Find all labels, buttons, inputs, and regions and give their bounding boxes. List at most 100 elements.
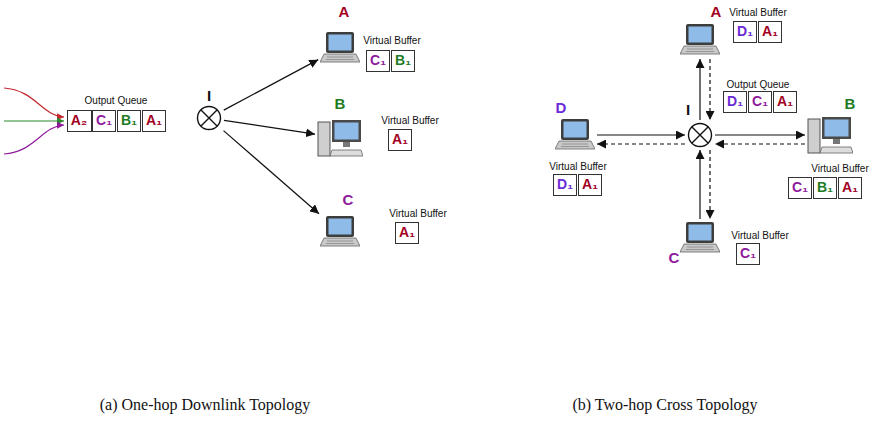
packet-label: D₁ xyxy=(557,177,573,192)
forward-link xyxy=(224,60,318,110)
packet-label: A₁ xyxy=(392,132,408,147)
packet-box: A₂ xyxy=(67,110,92,132)
switch-circle xyxy=(689,124,712,147)
return-link xyxy=(715,143,805,144)
node-name: A xyxy=(711,4,722,21)
sub-caption: (a) One-hop Downlink Topology xyxy=(100,396,311,414)
return-link xyxy=(709,150,710,219)
packet-label: A₁ xyxy=(842,180,858,195)
laptop-lid xyxy=(561,119,589,140)
forward-link xyxy=(224,120,315,134)
packet-label: C₁ xyxy=(96,113,112,128)
laptop-screen xyxy=(689,225,712,241)
packet-label: B₁ xyxy=(395,53,411,68)
laptop-node: C xyxy=(320,215,360,249)
return-link xyxy=(597,143,685,144)
flow-line xyxy=(4,88,64,117)
switch-name: I xyxy=(207,88,211,105)
pc-monitor xyxy=(822,117,851,139)
packet-box: D₁ xyxy=(553,174,577,196)
packet-label: B₁ xyxy=(121,113,137,128)
node-name: D xyxy=(556,100,567,117)
laptop-base xyxy=(320,54,360,62)
packet-box: C₁ xyxy=(366,50,390,72)
buffer-label: Virtual Buffer xyxy=(363,35,420,46)
return-link xyxy=(709,59,710,120)
computer-icon xyxy=(317,118,363,158)
laptop-node: A xyxy=(320,31,360,65)
buffer-label: Virtual Buffer xyxy=(549,161,606,172)
packet-box: A₁ xyxy=(578,174,602,196)
packet-label: A₁ xyxy=(762,24,778,39)
switch-cross xyxy=(692,127,708,143)
pc-keyboard xyxy=(820,147,853,153)
computer-icon xyxy=(680,221,720,255)
pc-stand xyxy=(833,139,840,144)
laptop-keys xyxy=(686,247,714,250)
forward-link xyxy=(699,59,700,120)
buffer-label: Output Queue xyxy=(85,95,148,106)
laptop-screen xyxy=(329,219,352,235)
packet-box: C₁ xyxy=(748,91,772,113)
switch-circle xyxy=(198,107,221,130)
laptop-node: C xyxy=(680,221,720,255)
packet-label: A₁ xyxy=(582,177,598,192)
forward-link xyxy=(597,134,685,135)
switch-node: I xyxy=(196,105,222,131)
packet-box: C₁ xyxy=(788,177,812,199)
switch-name: I xyxy=(686,102,690,119)
packet-label: B₁ xyxy=(817,180,833,195)
pc-screen xyxy=(825,120,849,137)
packet-label: A₁ xyxy=(777,94,793,109)
pc-keyboard xyxy=(330,150,363,156)
laptop-screen xyxy=(329,35,352,51)
computer-icon xyxy=(680,23,720,57)
laptop-node: A xyxy=(680,23,720,57)
laptop-keys xyxy=(561,144,589,147)
packet-label: C₁ xyxy=(752,94,768,109)
buffer-label: Virtual Buffer xyxy=(381,115,438,126)
sub-caption: (b) Two-hop Cross Topology xyxy=(572,396,757,414)
packet-box: D₁ xyxy=(733,21,757,43)
laptop-base xyxy=(555,141,595,149)
packet-label: A₂ xyxy=(71,113,87,128)
buffer-label: Output Queue xyxy=(727,79,790,90)
packet-label: A₁ xyxy=(399,225,415,240)
packet-box: B₁ xyxy=(813,177,837,199)
packet-box: B₁ xyxy=(117,110,141,132)
buffer-label: Virtual Buffer xyxy=(731,230,788,241)
node-name: C xyxy=(669,250,680,267)
pc-monitor xyxy=(332,120,361,142)
packet-box: A₁ xyxy=(388,129,412,151)
laptop-lid xyxy=(686,24,714,45)
desktop-node: B xyxy=(807,115,853,155)
pc-screen xyxy=(335,123,359,140)
packet-label: D₁ xyxy=(737,24,753,39)
pc-stand xyxy=(343,142,350,147)
laptop-keys xyxy=(326,241,354,244)
laptop-lid xyxy=(326,216,354,237)
forward-link xyxy=(715,134,805,135)
switch-cross xyxy=(201,110,217,126)
packet-label: C₁ xyxy=(792,180,808,195)
laptop-screen xyxy=(689,27,712,43)
node-name: B xyxy=(845,96,856,113)
packet-label: C₁ xyxy=(740,246,756,261)
pc-tower xyxy=(808,119,820,153)
forward-link xyxy=(699,150,700,219)
packet-box: B₁ xyxy=(391,50,415,72)
packet-box: C₁ xyxy=(736,243,760,265)
packet-label: C₁ xyxy=(370,53,386,68)
switch-symbol xyxy=(196,105,222,131)
buffer-label: Virtual Buffer xyxy=(729,7,786,18)
buffer-label: Virtual Buffer xyxy=(389,208,446,219)
node-name: A xyxy=(339,4,350,21)
computer-icon xyxy=(320,215,360,249)
switch-node: I xyxy=(687,122,713,148)
flow-line xyxy=(4,120,64,121)
packet-box: A₁ xyxy=(395,222,419,244)
computer-icon xyxy=(555,118,595,152)
pc-tower xyxy=(318,122,330,156)
switch-symbol xyxy=(687,122,713,148)
